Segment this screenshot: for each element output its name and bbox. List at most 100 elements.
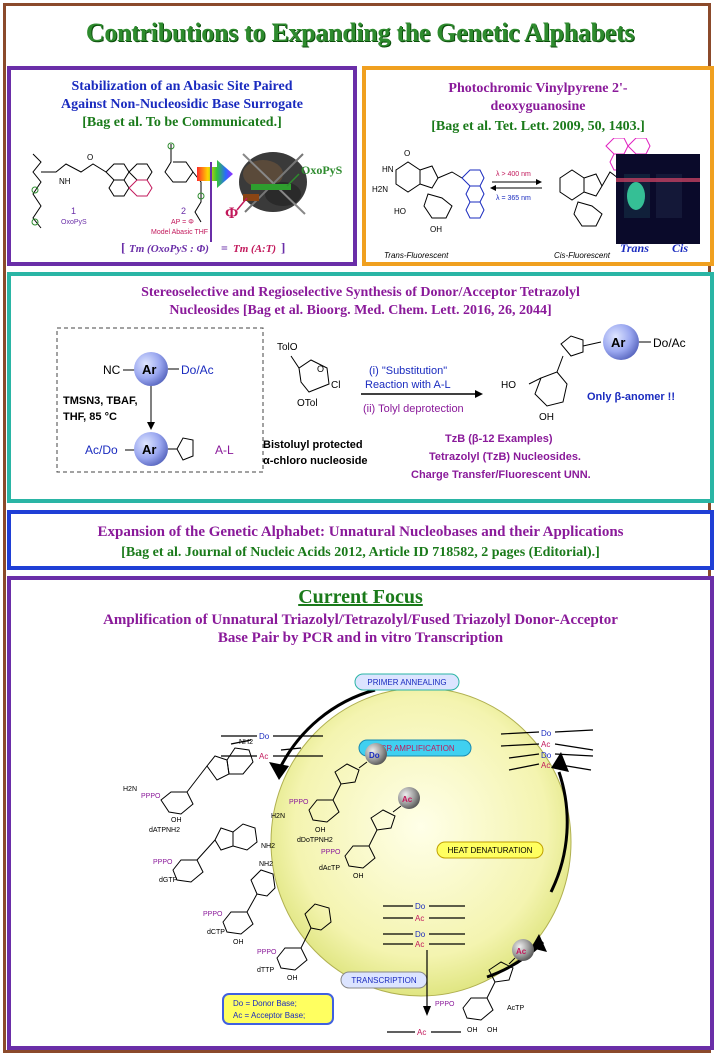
step2-label: (ii) Tolyl deprotection (363, 403, 464, 415)
legend-box (222, 993, 334, 1025)
tm-right: Tm (A:T) (233, 243, 276, 255)
panel-abasic-site: Stabilization of an Abasic Site Paired A… (7, 66, 357, 266)
step1-line2: Reaction with A-L (365, 379, 451, 391)
trans-structure (395, 161, 485, 219)
ddotp-structure (308, 763, 360, 823)
step1-line1: (i) "Substitution" (369, 365, 447, 377)
label-ap-phi: AP = Φ (171, 219, 194, 226)
arrow-top-label: λ > 400 nm (496, 171, 531, 178)
legend-ac: Ac = Acceptor Base; (233, 1011, 305, 1020)
reagents-line1: TMSN3, TBAF, (63, 395, 138, 407)
pcr-amplification-pill (358, 739, 472, 757)
panel-genetic-alphabet: Expansion of the Genetic Alphabet: Unnat… (7, 510, 714, 570)
photo-cis-label: Cis (672, 241, 688, 255)
svg-text:NH: NH (59, 177, 71, 186)
dttp-structure (276, 903, 332, 971)
panel4-citation: [Bag et al. Journal of Nucleic Acids 201… (121, 545, 600, 560)
transcription-label: TRANSCRIPTION (351, 976, 417, 985)
ar-label-product: Ar (611, 335, 625, 350)
dttp-oh: OH (287, 975, 298, 982)
ac-ball-label: Ac (402, 795, 413, 804)
dttp-label: dTTP (257, 967, 274, 974)
atom-ho: HO (394, 207, 406, 216)
tetrazolyl-scheme: NC Ar Do/Ac TMSN3, TBAF, THF, 85 °C Ac/D… (56, 324, 686, 481)
dgtp-structure (172, 823, 258, 883)
cl-label: Cl (331, 380, 340, 391)
cycle-arrow-primer (277, 688, 376, 771)
datp-structure (160, 747, 254, 815)
bottom-do-label-1: Do (415, 902, 426, 911)
panel3-heading-line2: Nucleosides [Bag et al. Bioorg. Med. Che… (169, 303, 552, 318)
fluorescence-photo (616, 154, 700, 244)
ar-label-top: Ar (142, 362, 156, 377)
right-ac-label-2: Ac (541, 761, 550, 770)
panel1-heading-line2: Against Non-Nucleosidic Base Surrogate (60, 97, 304, 112)
svg-text:O: O (87, 153, 93, 162)
panel-photochromic: Photochromic Vinylpyrene 2'- deoxyguanos… (362, 66, 714, 266)
tm-left: Tm (OxoPyS : Φ) (129, 243, 209, 255)
charge-transfer-label: Charge Transfer/Fluorescent UNN. (411, 469, 591, 481)
label-model-abasic: Model Abasic THF (151, 229, 208, 236)
oxopys-label: OxoPyS (301, 163, 343, 177)
ring-o-label: O (317, 364, 324, 374)
trans-label: Trans-Fluorescent (384, 251, 449, 260)
strands-bottom (383, 905, 465, 1033)
tetrazole-ring-product (560, 335, 584, 357)
dna-helix-image (239, 152, 307, 215)
tm-bracket-close: ] (281, 240, 285, 255)
dgtp-pppo: PPPO (153, 859, 173, 866)
photochromic-scheme: O HN H2N HO OH Trans-Fluorescent λ > 400… (372, 138, 700, 260)
do-ac-label-top: Do/Ac (181, 363, 214, 377)
panel-current-focus: Current Focus Amplification of Unnatural… (7, 576, 714, 1050)
ddotp-h2n: H2N (271, 813, 285, 820)
rainbow-arrow-icon (197, 160, 233, 188)
photo-trans-label: Trans (620, 241, 649, 255)
tm-bracket-open: [ (121, 240, 125, 255)
focus-line1: Amplification of Unnatural Triazolyl/Tet… (103, 612, 618, 628)
cis-label: Cis-Fluorescent (554, 251, 611, 260)
actp-label: AcTP (507, 1005, 524, 1012)
tetrazole-ring-left (176, 437, 194, 461)
datp-oh: OH (171, 817, 182, 824)
do-ball-label: Do (369, 751, 380, 760)
pcr-amplification-label: PCR AMPLIFICATION (375, 744, 455, 753)
heat-denaturation-label: HEAT DENATURATION (448, 846, 533, 855)
oxopys-structure (31, 153, 153, 229)
datp-label: dATPNH2 (149, 827, 180, 834)
atom-oh: OH (430, 225, 442, 234)
actp-oh-1: OH (467, 1027, 478, 1034)
panel2-citation: [Bag et al. Tet. Lett. 2009, 50, 1403.] (431, 119, 645, 134)
atom-o: O (404, 149, 410, 158)
dgtp-nh2: NH2 (261, 843, 275, 850)
page-title: Contributions to Expanding the Genetic A… (85, 18, 635, 47)
otol-label: OTol (297, 398, 318, 409)
right-do-label-2: Do (541, 751, 552, 760)
dttp-pppo: PPPO (257, 949, 277, 956)
tetrazolyl-label: Tetrazolyl (TzB) Nucleosides. (429, 451, 581, 463)
nc-label: NC (103, 363, 121, 377)
product-oh-label: OH (539, 412, 554, 423)
ddotp-label: dDoTPNH2 (297, 837, 333, 844)
dactp-structure (344, 809, 396, 869)
actp-pppo: PPPO (435, 1001, 455, 1008)
cycle-arrow-heat (549, 771, 569, 893)
actp-structure (462, 961, 514, 1021)
phi-label: Φ (225, 205, 238, 222)
dactp-label: dAcTP (319, 865, 340, 872)
dctp-label: dCTP (207, 929, 225, 936)
do-ball-icon (365, 743, 387, 765)
datp-h2n: H2N (123, 786, 137, 793)
ar-ball-bottom (134, 432, 168, 466)
bottom-do-label-2: Do (415, 930, 426, 939)
dgtp-label: dGTP (159, 877, 178, 884)
right-do-label-1: Do (541, 729, 552, 738)
legend-do: Do = Donor Base; (233, 999, 297, 1008)
label-compound-2: 2 (181, 206, 186, 216)
bistoluyl-line1: Bistoluyl protected (263, 439, 363, 451)
label-compound-1: 1 (71, 206, 76, 216)
dctp-structure (222, 869, 276, 935)
tm-equals: = (221, 241, 228, 255)
a-l-label: A-L (215, 443, 234, 457)
left-ac-label: Ac (259, 752, 268, 761)
left-do-label: Do (259, 732, 270, 741)
